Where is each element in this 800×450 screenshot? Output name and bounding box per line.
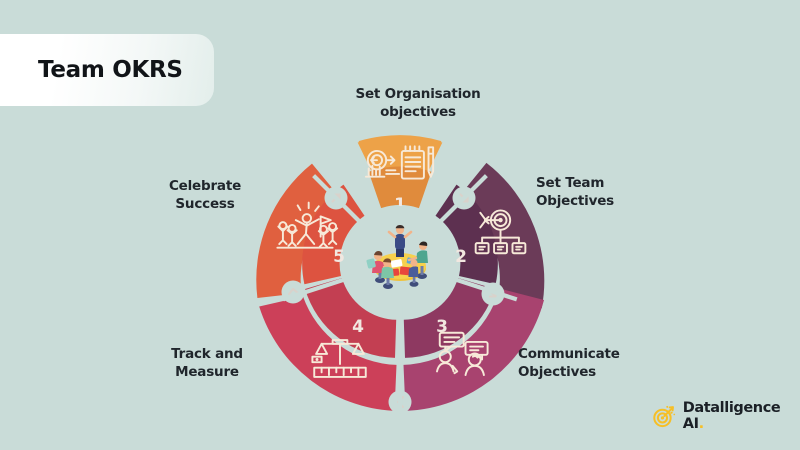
segment-3-number: 3 <box>436 317 448 337</box>
brand-name: Datalligence AI. <box>683 400 800 432</box>
segment-4-inner[interactable]: 4 <box>305 278 397 358</box>
brand-name-text: Datalligence AI <box>682 400 781 432</box>
brand-dot: . <box>698 416 705 432</box>
label-5-line1: Celebrate <box>168 178 242 194</box>
label-1-line1: Set Organisation <box>355 86 481 102</box>
label-set-organisation-objectives[interactable]: Set Organisation objectives <box>333 85 503 121</box>
label-4-line2: Measure <box>175 364 239 381</box>
label-communicate-objectives[interactable]: Communicate Objectives <box>518 345 698 381</box>
label-3-line1: Communicate <box>518 346 620 362</box>
label-5-line2: Success <box>175 196 235 213</box>
label-1-line2: objectives <box>380 104 456 121</box>
label-4-line1: Track and <box>171 346 243 362</box>
brand-logo[interactable]: Datalligence AI. <box>652 400 800 432</box>
label-2-line2: Objectives <box>536 193 614 210</box>
celebration-people-icon <box>276 201 339 249</box>
target-bullseye-icon <box>653 405 676 428</box>
label-celebrate-success[interactable]: Celebrate Success <box>120 177 290 213</box>
label-track-and-measure[interactable]: Track and Measure <box>124 345 290 381</box>
segment-2-number: 2 <box>455 247 467 267</box>
segment-5-number: 5 <box>333 247 345 267</box>
team-meeting-illustration <box>366 224 428 289</box>
target-notepad-icon <box>364 145 435 180</box>
page-title: Team OKRS <box>38 57 183 83</box>
segment-2-outer[interactable] <box>459 162 545 309</box>
target-org-chart-icon <box>474 209 527 255</box>
label-set-team-objectives[interactable]: Set Team Objectives <box>536 174 696 210</box>
segment-4-number: 4 <box>352 317 364 337</box>
measuring-scale-icon <box>311 339 367 378</box>
segment-3-inner[interactable]: 3 <box>403 278 495 358</box>
label-3-line2: Objectives <box>518 364 596 381</box>
label-2-line1: Set Team <box>536 175 605 191</box>
title-pill: Team OKRS <box>0 34 214 106</box>
segment-1-number: 1 <box>394 195 406 215</box>
segment-5-outer[interactable] <box>256 163 340 298</box>
segment-separators <box>282 174 518 411</box>
okr-cycle-wheel: .ic { fill: none; stroke: #f7e9d8; strok… <box>248 110 552 414</box>
people-chat-icon <box>436 331 489 377</box>
